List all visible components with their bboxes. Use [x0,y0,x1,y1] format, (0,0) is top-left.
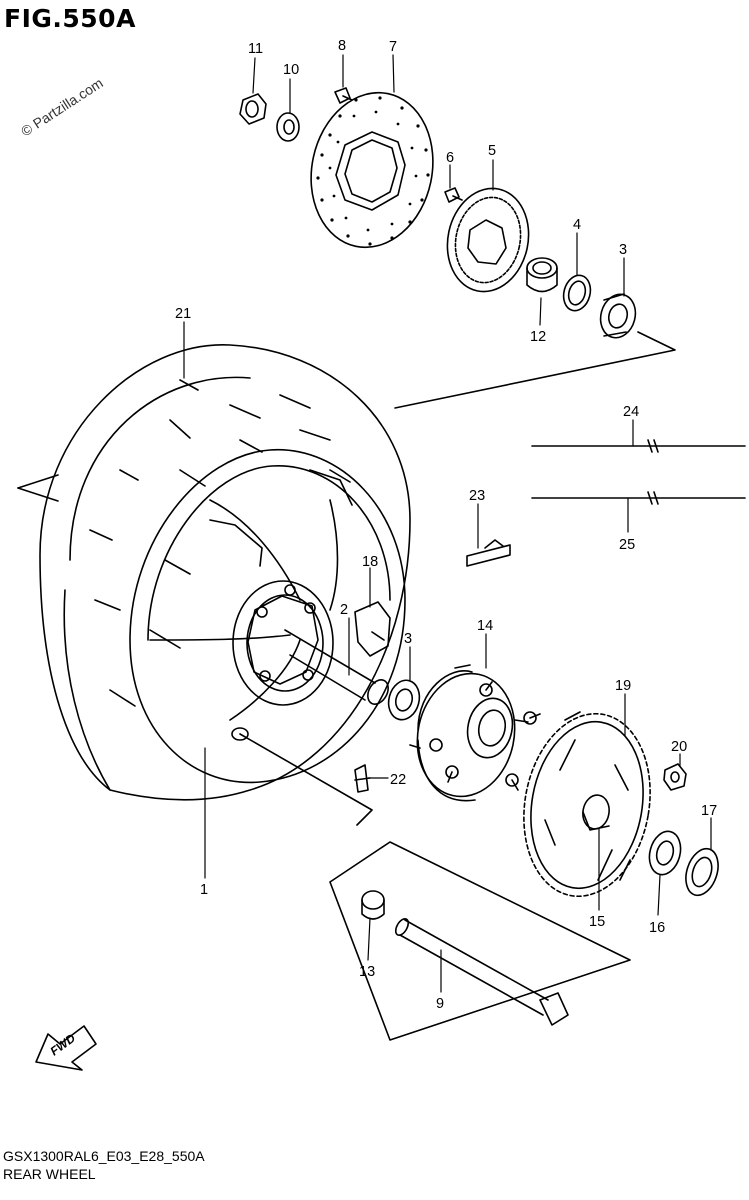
part-washer [276,112,300,142]
callout-12: 12 [530,329,546,345]
callout-9: 9 [436,996,444,1012]
part-hub-bearing [648,830,682,876]
callout-13: 13 [359,964,375,980]
callout-25: 25 [619,537,635,553]
callout-15: 15 [589,914,605,930]
callout-3-upper: 3 [619,242,627,258]
part-collar [284,629,389,705]
callout-14: 14 [477,618,493,634]
callout-20: 20 [671,739,687,755]
part-brake-disc [310,91,434,249]
callout-24: 24 [623,404,639,420]
part-hub-seal [685,847,719,897]
callout-3-lower: 3 [404,631,412,647]
callout-10: 10 [283,62,299,78]
part-spacer [526,257,558,293]
fwd-label: FWD [48,1031,79,1059]
part-oil-seal [562,274,592,312]
part-axle [394,918,569,1026]
part-sensor-rotor [446,187,530,293]
figure-title: FIG.550A [4,4,136,33]
fwd-arrow-icon [35,1025,97,1071]
callout-23: 23 [469,488,485,504]
part-valve-stem [354,764,371,793]
part-sprocket-drum [409,664,541,802]
part-sprocket-nut [663,763,687,791]
callout-7: 7 [389,39,397,55]
part-balancer-weight [466,539,511,567]
part-bearing-lower [387,679,421,721]
part-damper [354,601,391,657]
part-bearing-upper [599,293,637,339]
callout-17: 17 [701,803,717,819]
part-axle-spacer [361,890,385,920]
callout-18: 18 [362,554,378,570]
callout-8: 8 [338,38,346,54]
part-tire [39,344,411,801]
callout-19: 19 [615,678,631,694]
part-nut [239,93,267,125]
callout-2: 2 [340,602,348,618]
part-sensor-bolt [444,187,463,203]
part-weight-strip-24 [531,439,746,453]
callout-11: 11 [248,41,263,57]
callout-21: 21 [175,306,191,322]
part-sprocket [523,711,651,898]
part-air-valve [231,727,249,741]
part-hub [232,580,334,706]
figure-caption: REAR WHEEL [3,1166,96,1182]
part-wheel [129,449,406,784]
callout-1: 1 [200,882,208,898]
callout-22: 22 [390,772,406,788]
callout-16: 16 [649,920,665,936]
callout-5: 5 [488,143,496,159]
callout-4: 4 [573,217,581,233]
part-bolt [334,87,353,104]
callout-6: 6 [446,150,454,166]
figure-code: GSX1300RAL6_E03_E28_550A [3,1148,205,1164]
part-weight-strip-25 [531,491,746,505]
